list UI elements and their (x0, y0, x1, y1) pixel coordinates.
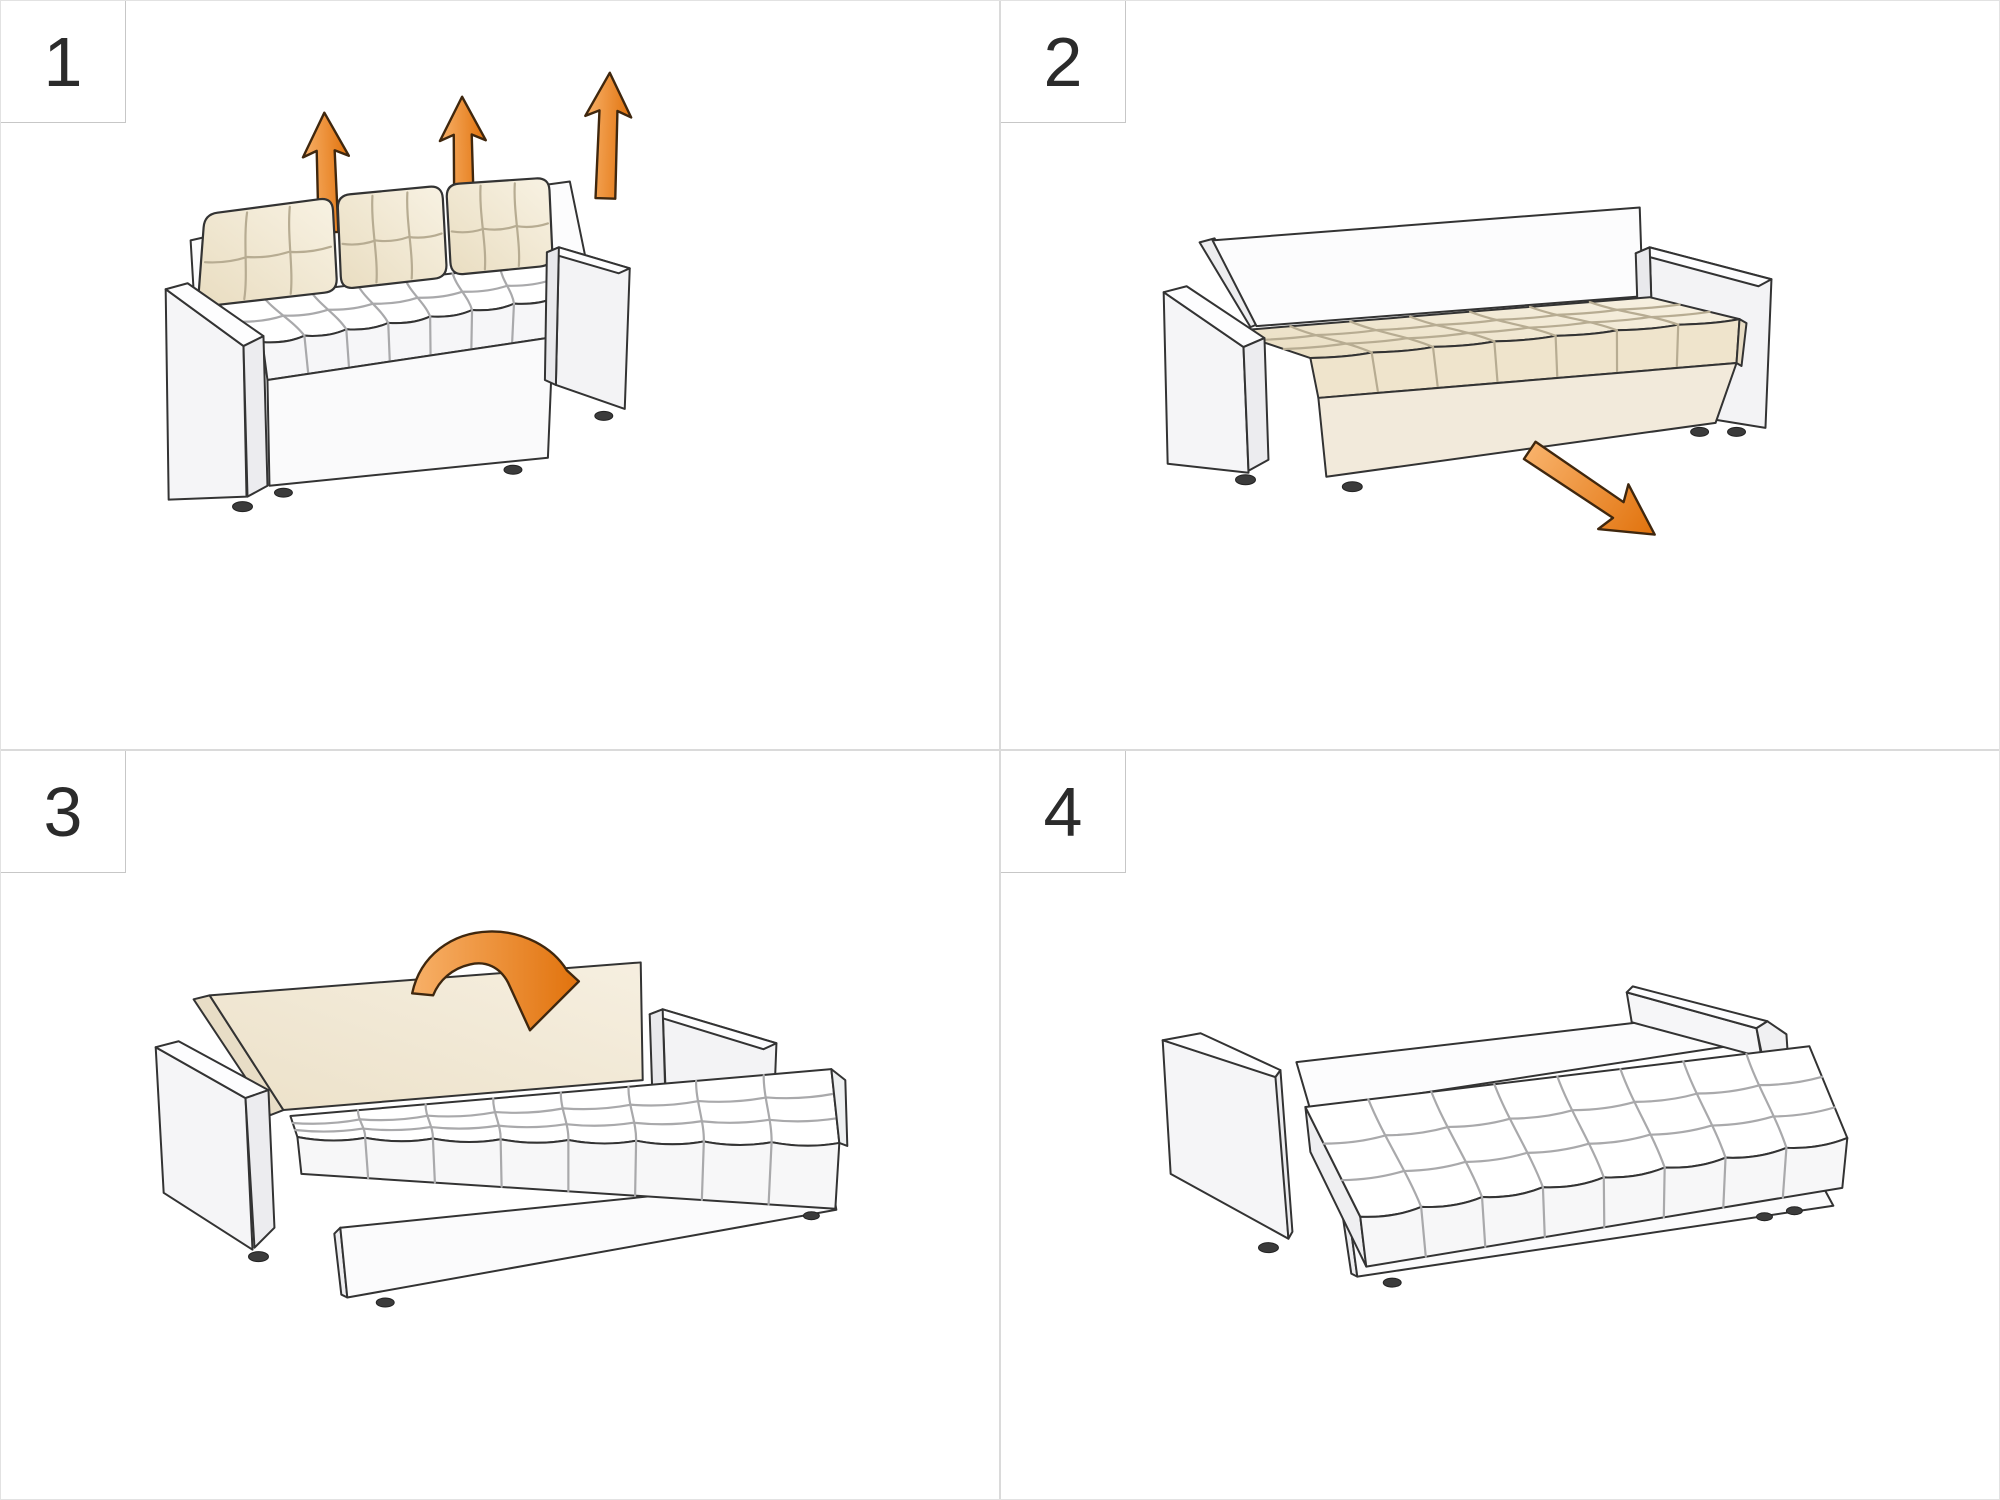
cushion-seam (203, 245, 333, 264)
armrest-left-cap (1274, 1069, 1294, 1240)
sofa-foot (232, 501, 253, 513)
step-panel-3: 3 (1, 751, 999, 1499)
tuft-seam (1289, 325, 1373, 354)
cushion-seam (450, 222, 550, 234)
step-number-box-4: 4 (1001, 751, 1126, 873)
tuft-seam (1682, 1060, 1727, 1159)
illustration-step-1 (164, 71, 633, 513)
sofa-foot (1690, 426, 1710, 437)
step-number: 1 (43, 22, 83, 101)
backrest (546, 180, 586, 259)
tuft-seam (1619, 1067, 1666, 1169)
tuft-seam (1409, 315, 1496, 343)
sofa-foot (1341, 481, 1363, 493)
sofa-foot (1257, 1242, 1279, 1254)
tuft-seam (1480, 1195, 1487, 1249)
tuft-seam (767, 1141, 773, 1206)
tuft-seam (1282, 310, 1711, 351)
illustration-step-3 (154, 930, 849, 1308)
sofa-foot (1785, 1206, 1803, 1216)
tuft-seam (303, 334, 310, 375)
tuft-seam (627, 1085, 638, 1142)
sofa-foot (802, 1211, 820, 1221)
tuft-seam (431, 1137, 436, 1184)
step-number: 3 (43, 772, 83, 851)
illustration-step-4 (1161, 985, 1849, 1288)
tuft-seam (695, 1079, 705, 1143)
arrow-pull-icon (1522, 440, 1656, 536)
tuft-seam (1781, 1146, 1788, 1199)
tuft-seam (1322, 1075, 1824, 1145)
sofa-base (1317, 362, 1738, 478)
sofa-foot (273, 487, 293, 498)
step-number-box-3: 3 (1, 751, 126, 873)
step-panel-1: 1 (1, 1, 999, 749)
step-number-box-2: 2 (1001, 1, 1126, 123)
tuft-seam (762, 1073, 773, 1144)
step-panel-4: 4 (1001, 751, 1999, 1499)
tuft-seam (356, 1109, 367, 1139)
tuft-seam (470, 308, 474, 351)
arrow-flip-icon (410, 930, 581, 1032)
arrow-up-icon (584, 71, 633, 200)
step-number: 2 (1043, 22, 1083, 101)
seat-side (830, 1068, 849, 1147)
tuft-seam (511, 302, 516, 345)
tuft-seam (1468, 310, 1557, 337)
tuft-seam (424, 1103, 434, 1140)
armrest-left-front (1242, 337, 1270, 472)
tuft-seam (345, 328, 351, 369)
tuft-seam (634, 1139, 638, 1197)
tuft-seam (559, 1091, 570, 1142)
sofa-foot (1382, 1277, 1402, 1288)
tuft-seam (1588, 300, 1680, 326)
illustration-step-2 (1162, 206, 1773, 536)
tuft-seam (1528, 305, 1619, 332)
tuft-seam (1420, 1205, 1427, 1258)
tuft-seam (387, 321, 391, 363)
tuft-seam (1370, 351, 1380, 395)
tuft-seam (1367, 1098, 1423, 1209)
back-cushion (197, 197, 338, 307)
back-cushion (336, 185, 448, 290)
armrest-right-front (543, 246, 560, 386)
sofa-foot (1235, 474, 1256, 486)
tuft-seam (291, 1092, 836, 1125)
tuft-seam (1541, 1186, 1546, 1239)
seat-cushion-side (1735, 318, 1748, 368)
step-panel-2: 2 (1001, 1, 1999, 749)
sofa-base (266, 336, 554, 487)
tuft-seam (499, 1138, 503, 1189)
tuft-seam (492, 1097, 502, 1141)
tuft-seam (1662, 1166, 1666, 1219)
tuft-seam (1340, 1106, 1836, 1182)
tuft-seam (1722, 1156, 1727, 1209)
armrest-left-front (244, 1089, 276, 1249)
tuft-seam (1554, 334, 1559, 380)
tuft-seam (1745, 1052, 1788, 1149)
sofa-foot (1727, 426, 1747, 437)
sofa-foot (503, 464, 523, 475)
tuft-seam (1430, 1090, 1484, 1199)
sofa-foot (248, 1251, 269, 1263)
sofa-foot (594, 410, 614, 421)
tuft-seam (700, 1140, 705, 1202)
armrest-left-front (242, 335, 269, 498)
tuft-seam (237, 278, 553, 323)
step-number: 4 (1043, 772, 1083, 851)
cushion-seam (341, 232, 443, 246)
tuft-seam (1256, 303, 1681, 342)
sofa-foot (1755, 1212, 1773, 1222)
tuft-seam (1493, 1083, 1545, 1189)
tuft-seam (1493, 340, 1499, 385)
sofa-foot (375, 1297, 395, 1308)
tuft-seam (293, 1117, 838, 1133)
tuft-seam (1431, 345, 1439, 390)
tuft-seam (364, 1136, 370, 1180)
tuft-seam (1675, 323, 1680, 370)
tuft-seam (1556, 1075, 1605, 1179)
step-number-box-1: 1 (1, 1, 126, 123)
tuft-seam (1349, 320, 1435, 349)
